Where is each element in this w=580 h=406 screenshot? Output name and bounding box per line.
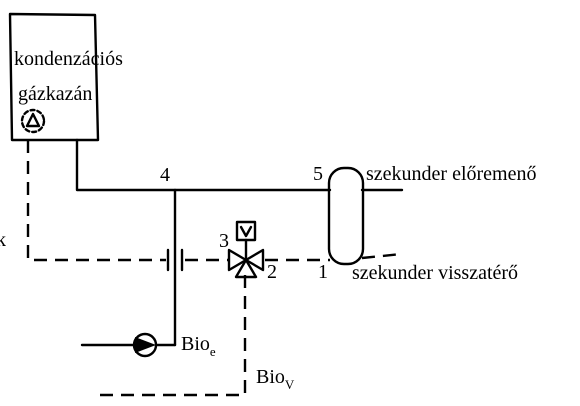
valve-actuator-icon <box>235 220 257 242</box>
boiler-box <box>8 12 100 142</box>
three-way-valve-icon <box>227 238 265 279</box>
hydraulic-separator-icon <box>327 166 365 266</box>
supply-pipe-label: szekunder előremenő <box>366 163 536 185</box>
bio-e-label: Bioe <box>181 333 216 359</box>
node-2-label: 2 <box>267 261 277 283</box>
pipe-break-mark <box>166 248 184 272</box>
boiler-label-line2: gázkazán <box>18 83 92 105</box>
supply-pipe <box>75 138 332 192</box>
node-3-label: 3 <box>219 230 229 252</box>
node-1-label: 1 <box>318 261 328 283</box>
edge-text: k <box>0 229 6 251</box>
return-pipe-secondary <box>265 252 403 262</box>
node-5-label: 5 <box>313 163 323 185</box>
return-pipe-label: szekunder visszatérő <box>352 262 518 284</box>
bio-v-label: BioV <box>256 366 295 392</box>
bio-v-pipe <box>100 275 247 397</box>
boiler-label-line1: kondenzációs <box>14 48 123 70</box>
pump-icon <box>132 332 158 358</box>
node-4-label: 4 <box>160 164 170 186</box>
fan-icon <box>20 108 46 134</box>
return-pipe-boiler <box>26 140 166 262</box>
